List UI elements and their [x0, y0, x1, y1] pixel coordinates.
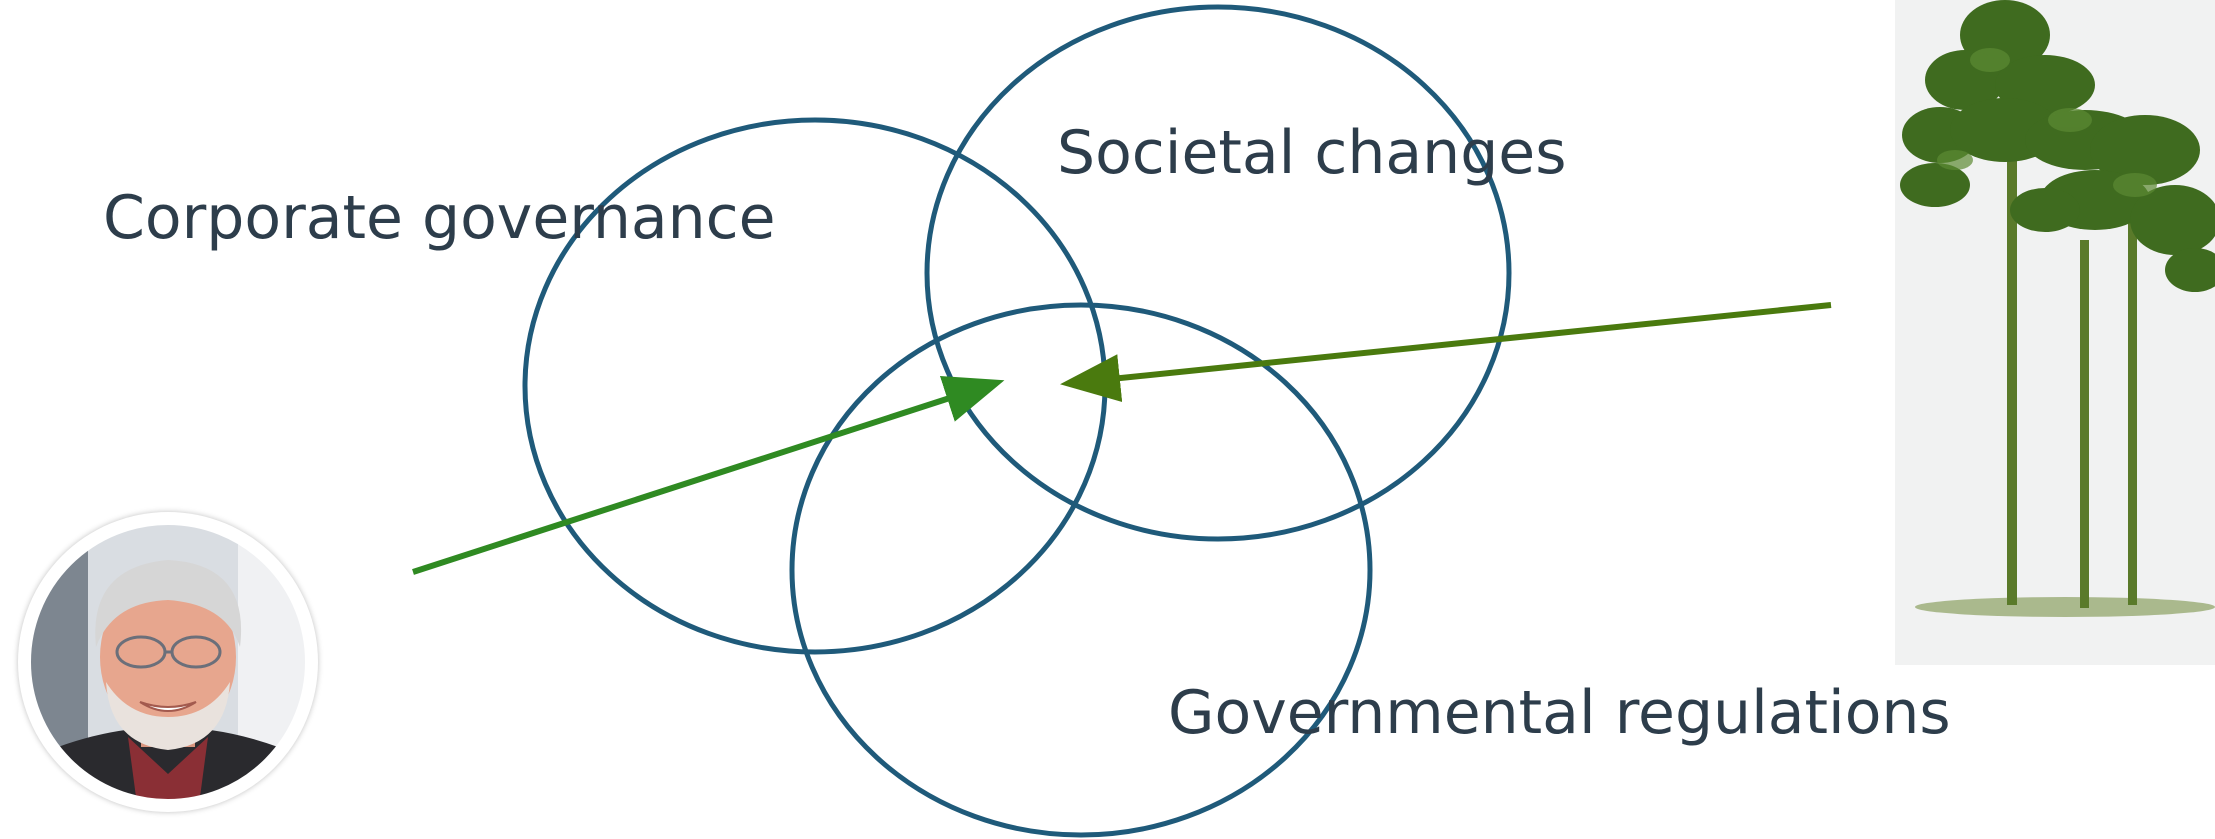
circle-societal-changes: [924, 4, 1512, 542]
person-portrait-icon: [27, 521, 309, 803]
label-corporate-governance: Corporate governance: [103, 183, 776, 253]
pine-trees-icon: [1900, 0, 2215, 617]
label-governmental-regulations: Governmental regulations: [1168, 678, 1951, 748]
pine-trees-image: [1895, 0, 2215, 665]
arrow-from-trees: [1060, 302, 1832, 402]
arrow-from-person: [412, 375, 1005, 575]
circle-governmental-regulations: [789, 302, 1373, 838]
label-societal-changes: Societal changes: [1057, 118, 1567, 188]
person-portrait: [18, 512, 318, 812]
